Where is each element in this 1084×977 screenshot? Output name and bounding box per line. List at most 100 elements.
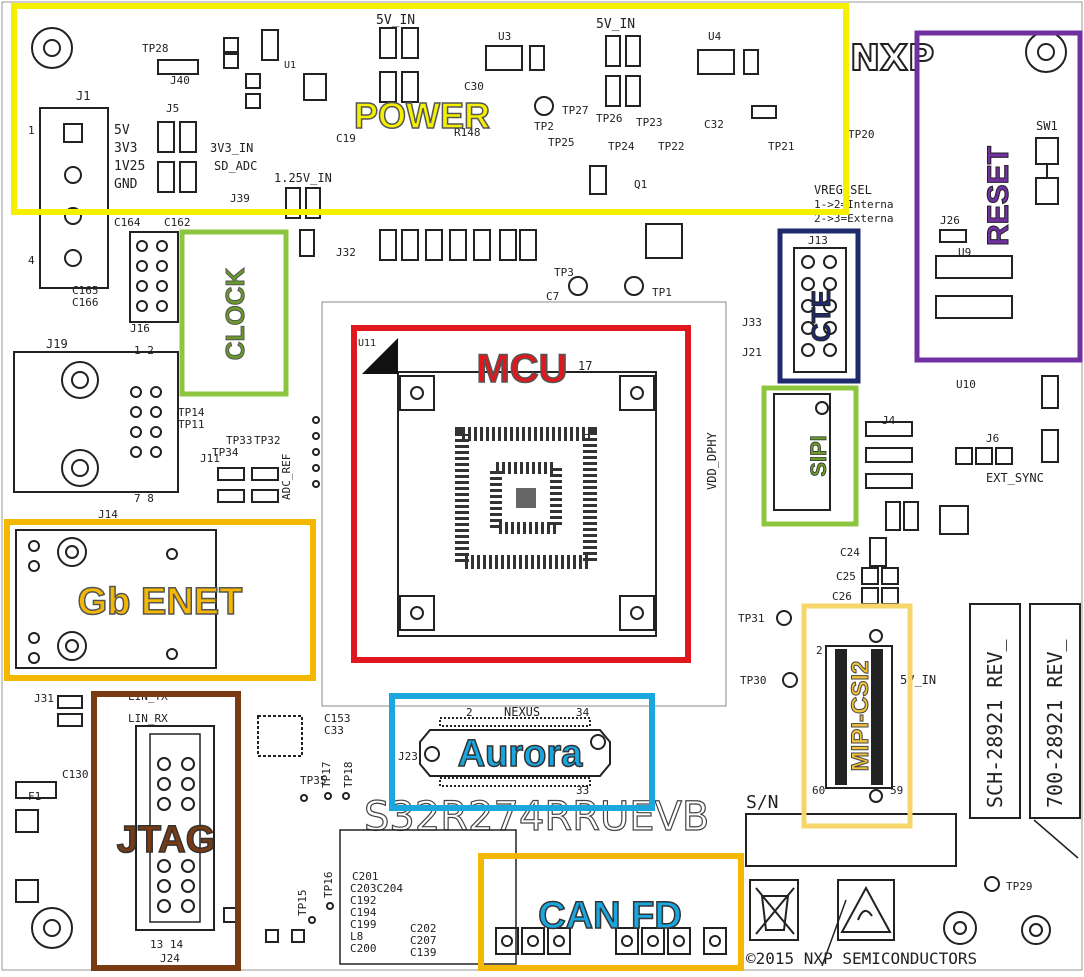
vreg-sel-label: VREG_SEL — [814, 183, 872, 197]
refdes-tp33: TP33 — [226, 434, 253, 447]
refdes-c199: C199 — [350, 918, 377, 931]
bottom-testpoints — [257, 715, 350, 924]
mcu-region-box — [351, 325, 691, 663]
right-misc-components — [861, 375, 1059, 605]
refdes-c194: C194 — [350, 906, 377, 919]
testpoint-tp30 — [782, 672, 798, 688]
refdes-tp2: TP2 — [534, 120, 554, 133]
refdes-u4: U4 — [708, 30, 722, 43]
aurora-region-box — [389, 693, 655, 811]
pcb-rev-label: 700-28921 REV_ — [1043, 638, 1067, 808]
refdes-tp34: TP34 — [212, 446, 239, 459]
refdes-j32: J32 — [336, 246, 356, 259]
refdes-c202: C202 — [410, 922, 437, 935]
serial-label: S/N — [746, 792, 779, 813]
refdes-c153: C153 — [324, 712, 351, 725]
testpoint-tp31 — [776, 610, 792, 626]
rail-1v25-label: 1V25 — [114, 159, 145, 174]
refdes-j33: J33 — [742, 316, 762, 329]
bga-core — [490, 462, 562, 534]
connector-j15 — [825, 629, 893, 803]
refdes-tp17: TP17 — [320, 762, 333, 789]
ext-sync-label: EXT_SYNC — [986, 471, 1044, 485]
arrow-line-bottom — [821, 899, 847, 967]
refdes-c165: C165 — [72, 284, 99, 297]
j1-pin4-label: 4 — [28, 254, 35, 267]
gb-enet-region-box — [4, 519, 316, 681]
refdes-c130: C130 — [62, 768, 89, 781]
reset-label: RESET — [982, 146, 1015, 246]
refdes-j31: J31 — [34, 692, 54, 705]
refdes-u11: U11 — [358, 338, 376, 349]
refdes-u1: U1 — [284, 60, 296, 71]
refdes-c7: C7 — [546, 290, 559, 303]
gb-enet-label: Gb ENET — [78, 581, 243, 623]
refdes-tp16: TP16 — [322, 872, 335, 899]
mounting-holes — [31, 27, 1067, 949]
refdes-tp28: TP28 — [142, 42, 169, 55]
clock-label: CLOCK — [220, 268, 250, 361]
refdes-j24: J24 — [160, 952, 180, 965]
label-3v3-in: 3V3_IN — [210, 141, 253, 155]
lin-rx-label: LIN_RX — [128, 712, 168, 725]
refdes-tp23: TP23 — [636, 116, 663, 129]
can-fd-label: CAN FD — [538, 895, 682, 937]
label-sd-adc: SD_ADC — [214, 159, 257, 173]
nexus-label: NEXUS — [504, 705, 540, 719]
refdes-j11: J11 — [200, 452, 220, 465]
nexus-pin34: 34 — [576, 706, 590, 719]
refdes-j26: J26 — [940, 214, 960, 227]
refdes-j19: J19 — [46, 337, 68, 351]
label-5v-in-c: 5V_IN — [900, 673, 936, 687]
connector-j23-nexus — [419, 717, 611, 787]
refdes-tp29: TP29 — [1006, 880, 1033, 893]
mipi-pin59: 59 — [890, 784, 903, 797]
refdes-c25: C25 — [836, 570, 856, 583]
can-fd-region-box — [478, 853, 744, 971]
refdes-c200: C200 — [350, 942, 377, 955]
refdes-c32: C32 — [704, 118, 724, 131]
jtag-region-box — [91, 691, 241, 971]
refdes-tp14: TP14 — [178, 406, 205, 419]
refdes-tp32: TP32 — [254, 434, 281, 447]
aurora-label: Aurora — [458, 733, 583, 775]
rail-gnd-label: GND — [114, 177, 138, 192]
refdes-tp31: TP31 — [738, 612, 765, 625]
testpoint-tp29 — [984, 876, 1000, 892]
j1-pin1-label: 1 — [28, 124, 35, 137]
refdes-j6: J6 — [986, 432, 999, 445]
power-region-box — [11, 3, 849, 215]
refdes-tp25: TP25 — [548, 136, 575, 149]
refdes-c207: C207 — [410, 934, 437, 947]
refdes-tp27: TP27 — [562, 104, 589, 117]
region-overlays — [4, 3, 1083, 971]
refdes-tp22: TP22 — [658, 140, 685, 153]
board-name-label: S32R274RRUEVB — [364, 794, 709, 840]
refdes-j14: J14 — [98, 508, 118, 521]
refdes-j39: J39 — [230, 192, 250, 205]
adc-components — [217, 416, 320, 503]
rail-3v3-label: 3V3 — [114, 141, 137, 156]
refdes-tp11: TP11 — [178, 418, 205, 431]
refdes-j21: J21 — [742, 346, 762, 359]
refdes-j40: J40 — [170, 74, 190, 87]
cte-region-box — [777, 228, 861, 384]
refdes-u10: U10 — [956, 378, 976, 391]
refdes-j1: J1 — [76, 89, 90, 103]
refdes-j23: J23 — [398, 750, 418, 763]
mipi-label: MIPI-CSI2 — [847, 661, 874, 772]
power-label: POWER — [354, 95, 490, 136]
sch-rev-box — [969, 603, 1021, 819]
arrow-line-right — [1033, 819, 1079, 859]
header-j16 — [129, 231, 179, 323]
refdes-l8: L8 — [350, 930, 363, 943]
refdes-c203: C203C204 — [350, 882, 403, 895]
refdes-u3: U3 — [498, 30, 511, 43]
power-components — [157, 27, 777, 296]
can-fd-headers — [495, 927, 727, 955]
refdes-q1: Q1 — [634, 178, 647, 191]
refdes-tp26: TP26 — [596, 112, 623, 125]
vdd-dphy-label: VDD_DPHY — [705, 431, 719, 490]
bga-ball-ring — [455, 427, 597, 569]
refdes-tp35: TP35 — [300, 774, 327, 787]
